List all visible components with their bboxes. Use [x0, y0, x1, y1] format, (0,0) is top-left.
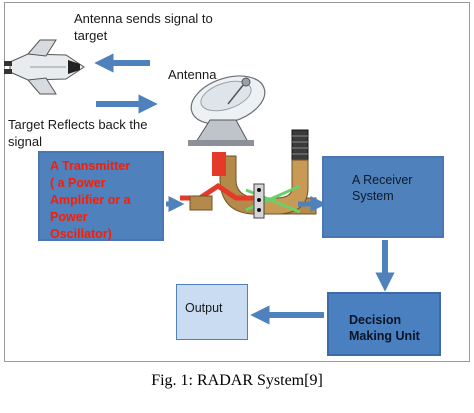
label-antenna-sends: Antenna sends signal to target [74, 11, 213, 43]
space-shuttle-icon [4, 39, 85, 95]
transmitter-label: A Transmitter ( a Power Amplifier or a P… [50, 159, 131, 241]
duplexer-waveguide-icon [180, 129, 317, 219]
output-box: Output [176, 284, 248, 340]
output-label: Output [185, 301, 223, 315]
radar-dish-icon [188, 75, 266, 146]
label-target-reflects: Target Reflects back the signal [8, 117, 148, 149]
receiver-box: A Receiver System [322, 156, 444, 238]
label-antenna: Antenna [168, 67, 217, 82]
decision-making-box: Decision Making Unit [327, 292, 441, 356]
transmitter-box: A Transmitter ( a Power Amplifier or a P… [38, 151, 164, 241]
decision-making-label: Decision Making Unit [349, 313, 420, 343]
figure-caption: Fig. 1: RADAR System[9] [151, 372, 323, 389]
receiver-label: A Receiver System [352, 173, 413, 203]
